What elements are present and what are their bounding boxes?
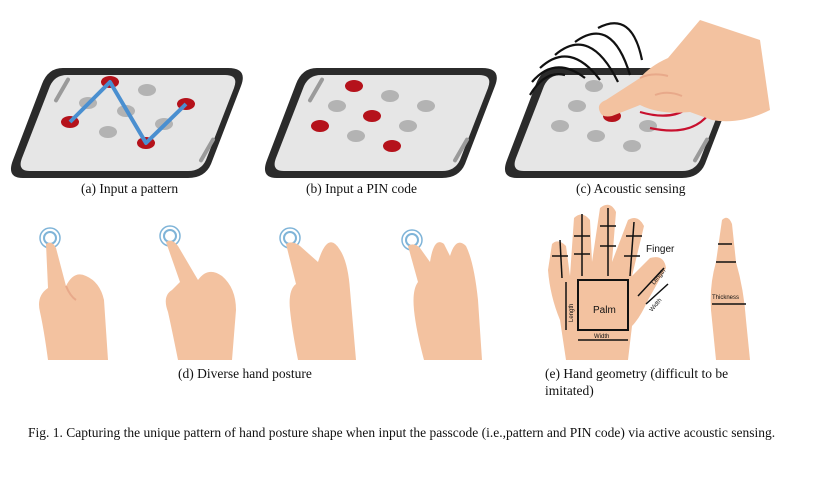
caption-c: (c) Acoustic sensing xyxy=(576,181,686,196)
caption-b: (b) Input a PIN code xyxy=(306,181,417,196)
pattern-line xyxy=(68,80,188,145)
hand-posture-1 xyxy=(39,227,108,360)
phone-pattern xyxy=(10,68,243,178)
pattern-dot xyxy=(138,84,156,96)
phone-pin xyxy=(264,68,497,178)
caption-a: (a) Input a pattern xyxy=(81,181,179,196)
pin-dot xyxy=(311,120,329,132)
pin-dot xyxy=(399,120,417,132)
palm-label: Palm xyxy=(593,305,616,316)
pin-dot xyxy=(383,140,401,152)
palm-length-label: Length xyxy=(569,304,575,322)
pin-dot xyxy=(381,90,399,102)
pin-dot xyxy=(328,100,346,112)
hand-posture-2 xyxy=(159,225,236,360)
pin-dot xyxy=(345,80,363,92)
hand-posture-4 xyxy=(401,229,482,360)
finger-label: Finger xyxy=(646,244,675,255)
palm-width-label: Width xyxy=(594,334,609,340)
pin-dot xyxy=(417,100,435,112)
pin-dot xyxy=(363,110,381,122)
pin-dot xyxy=(347,130,365,142)
palm-box xyxy=(577,279,629,331)
pattern-dot xyxy=(99,126,117,138)
hand-geometry-diagram: Finger Palm Length Width Length Width Th… xyxy=(548,204,750,360)
caption-e: (e) Hand geometry (difficult to be imita… xyxy=(545,366,729,398)
thickness-label: Thickness xyxy=(712,295,739,301)
figure-caption: Fig. 1. Capturing the unique pattern of … xyxy=(28,425,776,440)
hand-posture-3 xyxy=(279,227,356,360)
hand-touch-icon xyxy=(598,20,770,122)
caption-d: (d) Diverse hand posture xyxy=(178,366,312,381)
